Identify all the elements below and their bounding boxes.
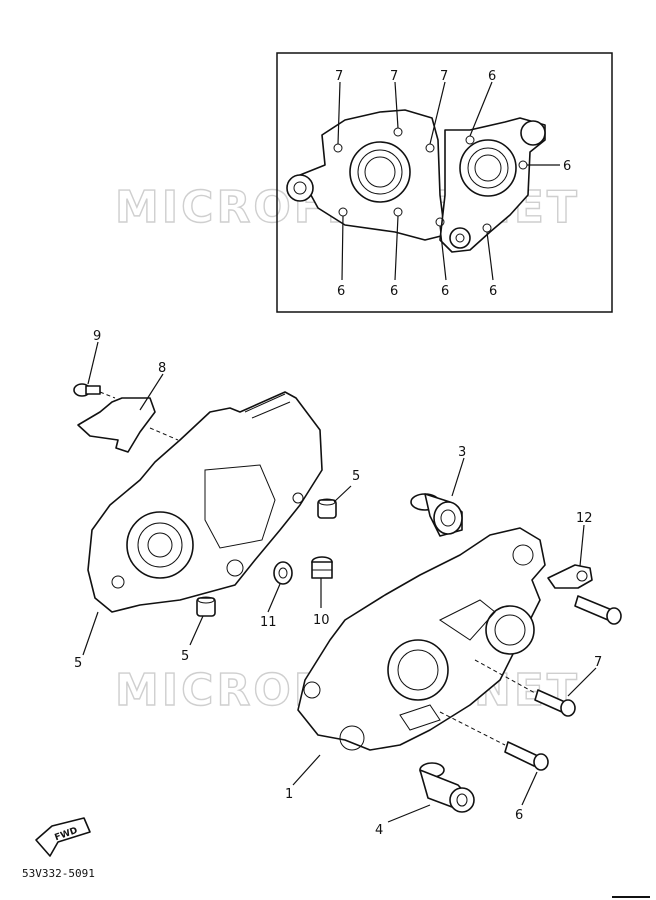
part-4-bushing (419, 762, 475, 813)
inset-left-boss (286, 174, 314, 202)
part-8-bracket (77, 397, 156, 453)
part-9-screw (73, 383, 116, 399)
callout-6: 6 (515, 808, 523, 823)
inset-callout: 7 (440, 69, 448, 84)
part-6-bolt (504, 741, 549, 771)
inset-left-bearing (349, 141, 411, 203)
inset-frame (276, 52, 613, 313)
inset-callout: 6 (488, 69, 496, 84)
inset-right-oil-seal-bore (455, 233, 465, 243)
callout-10: 10 (313, 613, 330, 628)
callout-5-lower: 5 (181, 649, 189, 664)
inset-left-bearing-inner (357, 149, 403, 195)
callout-8: 8 (158, 361, 166, 376)
part-2-left-crankcase (87, 391, 323, 613)
inset-callout: 6 (390, 284, 398, 299)
fwd-arrow: FWD (35, 817, 91, 857)
part-7-bolt (534, 689, 576, 717)
callout-12: 12 (576, 511, 593, 526)
callout-4: 4 (375, 823, 383, 838)
inset-right-bearing-inner (467, 147, 509, 189)
inset-right-oil-seal (449, 227, 471, 249)
callout-11: 11 (260, 615, 277, 630)
part-1-right-crankcase (297, 527, 546, 751)
inset-right-bearing-bore (474, 154, 502, 182)
callout-5-upper: 5 (352, 469, 360, 484)
inset-callout: 7 (390, 69, 398, 84)
inset-panel: 7 7 7 6 6 6 6 6 6 (276, 52, 613, 313)
part-12-clamp (547, 564, 593, 589)
diagram-code: 53V332-5091 (22, 867, 95, 880)
inset-callout: 6 (337, 284, 345, 299)
inset-callout: 6 (563, 159, 571, 174)
part-5-dowel-lower (196, 596, 216, 617)
part-5-dowel-upper (317, 498, 337, 519)
part-12-bolt (574, 595, 622, 625)
callout-9: 9 (93, 329, 101, 344)
callout-3: 3 (458, 445, 466, 460)
inset-left-boss-hole (293, 181, 307, 195)
part-11-washer (273, 561, 293, 585)
inset-callout: 6 (441, 284, 449, 299)
inset-right-boss (520, 120, 546, 146)
callout-1: 1 (285, 787, 293, 802)
callout-7: 7 (594, 655, 602, 670)
part-3-sleeve (410, 493, 463, 537)
callout-2: 5 (74, 656, 82, 671)
part-10-plug (311, 556, 333, 579)
inset-callout: 7 (335, 69, 343, 84)
inset-callout: 6 (489, 284, 497, 299)
inset-left-bearing-bore (364, 156, 396, 188)
